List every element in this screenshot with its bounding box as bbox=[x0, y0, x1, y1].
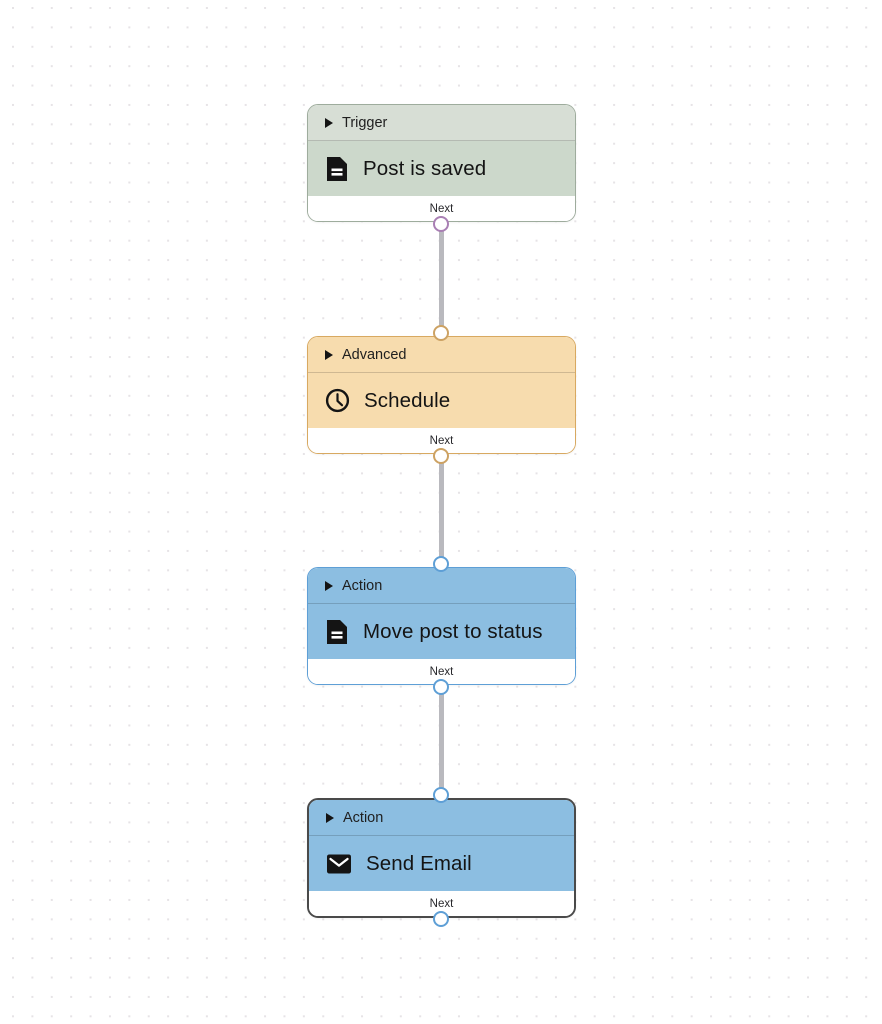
port-trigger-out[interactable] bbox=[433, 216, 449, 232]
node-title: Post is saved bbox=[363, 156, 487, 180]
port-action1-out[interactable] bbox=[433, 679, 449, 695]
node-title: Send Email bbox=[366, 851, 472, 875]
node-header[interactable]: Action bbox=[309, 800, 574, 836]
node-advanced-schedule[interactable]: Advanced Schedule Next bbox=[307, 336, 576, 454]
port-action1-in[interactable] bbox=[433, 556, 449, 572]
node-body: Schedule bbox=[308, 373, 575, 428]
document-icon bbox=[325, 156, 349, 182]
next-label: Next bbox=[429, 897, 454, 910]
edge-trigger-to-advanced[interactable] bbox=[439, 224, 444, 334]
clock-icon bbox=[325, 388, 350, 413]
port-action2-in[interactable] bbox=[433, 787, 449, 803]
edge-advanced-to-action1[interactable] bbox=[439, 456, 444, 566]
node-type-label: Action bbox=[343, 809, 384, 826]
port-advanced-in[interactable] bbox=[433, 325, 449, 341]
node-title: Move post to status bbox=[363, 619, 543, 643]
node-header[interactable]: Action bbox=[308, 568, 575, 604]
node-action-move-post-to-status[interactable]: Action Move post to status Next bbox=[307, 567, 576, 685]
next-label: Next bbox=[429, 434, 454, 447]
envelope-icon bbox=[326, 853, 352, 875]
next-label: Next bbox=[429, 202, 454, 215]
port-advanced-out[interactable] bbox=[433, 448, 449, 464]
node-trigger-post-is-saved[interactable]: Trigger Post is saved Next bbox=[307, 104, 576, 222]
node-action-send-email[interactable]: Action Send Email Next bbox=[307, 798, 576, 918]
node-title: Schedule bbox=[364, 388, 451, 412]
node-body: Post is saved bbox=[308, 141, 575, 196]
chevron-right-icon[interactable] bbox=[326, 812, 334, 823]
chevron-right-icon[interactable] bbox=[325, 580, 333, 591]
edge-action1-to-action2[interactable] bbox=[439, 687, 444, 797]
chevron-right-icon[interactable] bbox=[325, 349, 333, 360]
chevron-right-icon[interactable] bbox=[325, 117, 333, 128]
node-type-label: Action bbox=[342, 577, 383, 594]
document-icon bbox=[325, 619, 349, 645]
node-body: Send Email bbox=[309, 836, 574, 891]
node-body: Move post to status bbox=[308, 604, 575, 659]
node-header[interactable]: Advanced bbox=[308, 337, 575, 373]
next-label: Next bbox=[429, 665, 454, 678]
node-type-label: Trigger bbox=[342, 114, 388, 131]
node-header[interactable]: Trigger bbox=[308, 105, 575, 141]
node-type-label: Advanced bbox=[342, 346, 407, 363]
port-action2-out[interactable] bbox=[433, 911, 449, 927]
